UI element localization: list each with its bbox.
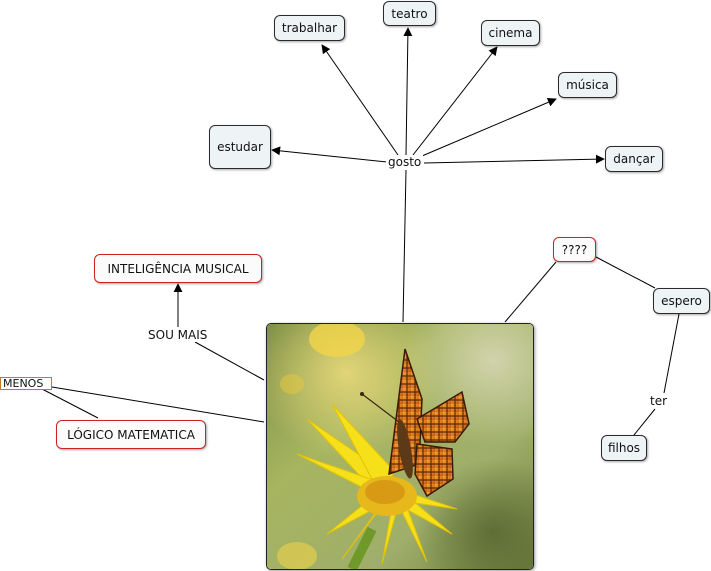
node-cinema-label: cinema [488,26,533,40]
node-logico-matematica[interactable]: LÓGICO MATEMATICA [56,420,206,449]
node-teatro-label: teatro [391,6,428,21]
link-label-gosto[interactable]: gosto [386,155,424,169]
link-label-ter[interactable]: ter [648,394,670,408]
edge-gosto-musica [421,98,557,157]
node-trabalhar-label: trabalhar [281,21,338,35]
node-inteligencia-musical[interactable]: INTELIGÊNCIA MUSICAL [94,254,262,283]
edge-image-question [504,261,557,323]
edge-menos-logico [41,388,99,419]
edge-image-menos [51,386,265,423]
node-trabalhar[interactable]: trabalhar [274,15,345,41]
edge-gosto-cinema [412,46,498,156]
edge-ter-filhos [633,408,656,436]
butterfly-illustration [267,324,533,569]
edge-image-gosto [402,169,407,323]
node-estudar[interactable]: estudar [209,125,271,169]
node-dancar[interactable]: dançar [605,146,663,172]
node-espero[interactable]: espero [653,288,710,314]
node-question-label: ???? [561,242,588,257]
link-label-sou-mais[interactable]: SOU MAIS [146,328,210,342]
node-menos[interactable]: MENOS [0,377,52,390]
node-estudar-label: estudar [217,140,263,154]
edge-question-espero [595,256,656,289]
node-musica[interactable]: música [558,72,617,98]
edge-gosto-trabalhar [321,44,399,156]
edge-espero-ter [663,313,680,394]
edge-gosto-dancar [423,154,605,164]
edge-gosto-estudar [271,146,388,163]
node-musica-label: música [566,78,609,92]
node-filhos[interactable]: filhos [601,435,647,461]
edge-image-soumais [194,341,265,381]
node-logico-label: LÓGICO MATEMATICA [67,427,195,442]
edge-gosto-teatro [403,27,413,156]
node-filhos-label: filhos [607,441,641,455]
node-cinema[interactable]: cinema [481,20,540,46]
node-teatro[interactable]: teatro [383,1,436,26]
node-inteligencia-label: INTELIGÊNCIA MUSICAL [107,261,249,276]
node-question-marks[interactable]: ???? [553,237,596,262]
node-espero-label: espero [661,294,702,308]
butterfly-flower-image[interactable] [266,323,534,570]
node-dancar-label: dançar [613,152,655,166]
